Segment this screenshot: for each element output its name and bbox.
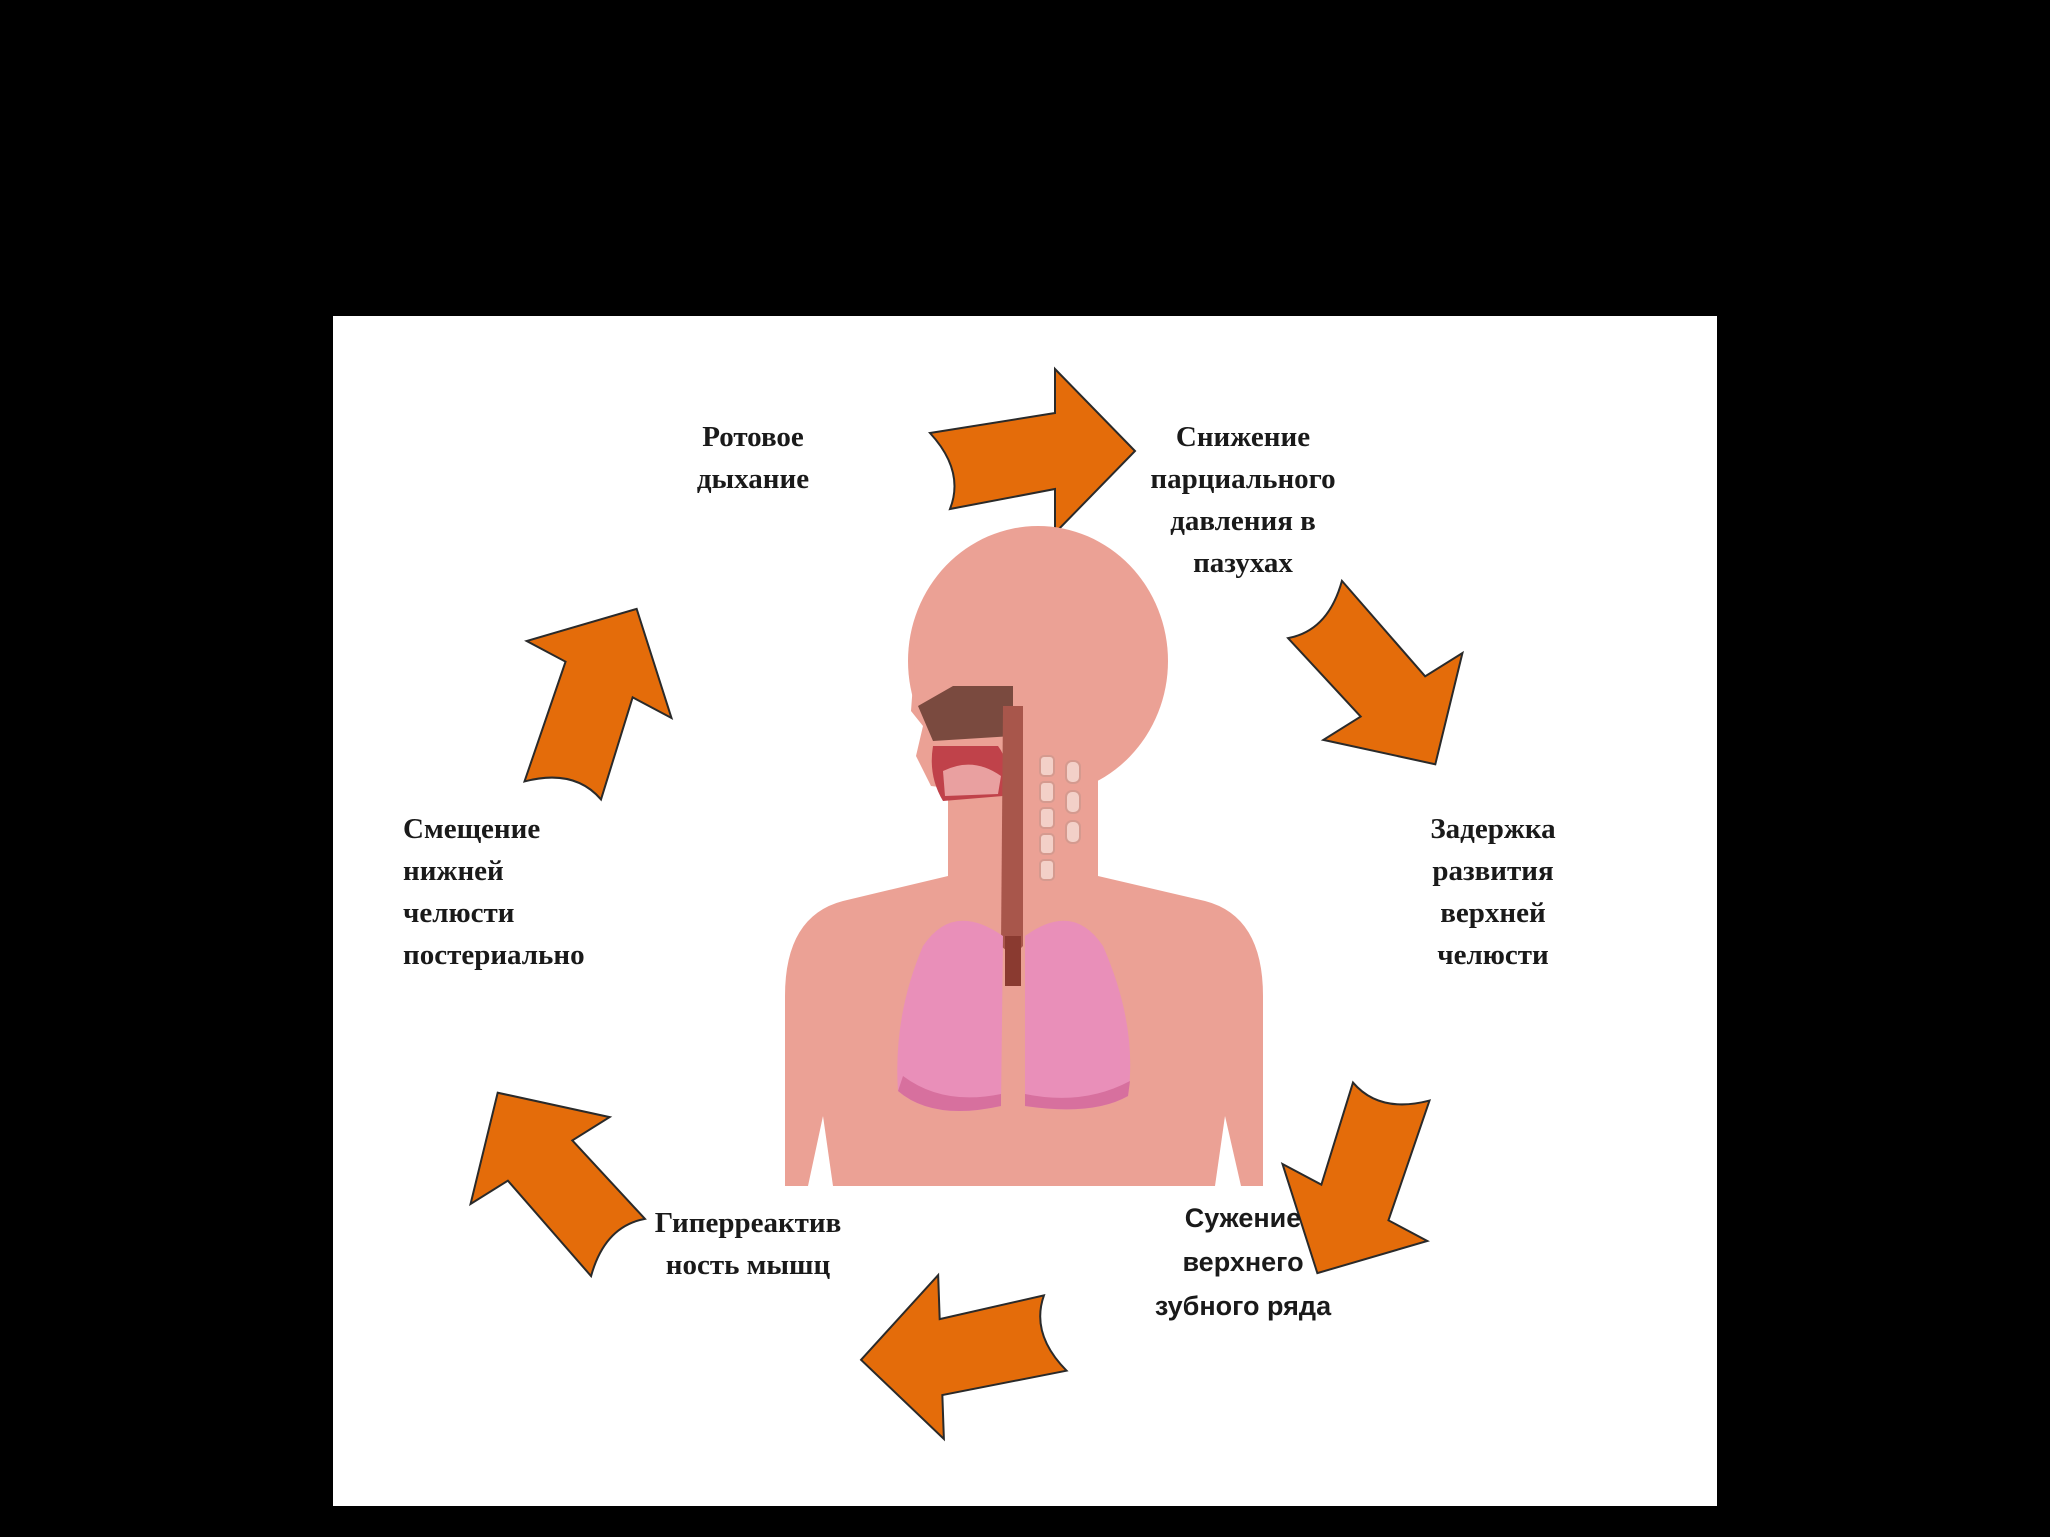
label-line: Задержка <box>1430 813 1556 845</box>
label-line: Ротовое <box>702 421 804 453</box>
label-line: Снижение <box>1175 421 1311 453</box>
label-mandible-shift: Смещение нижней челюсти постериально <box>403 808 643 976</box>
arrow-mandible-to-mouth <box>466 569 711 830</box>
arrow-dental-to-muscle <box>857 1269 1070 1443</box>
label-line: постериально <box>403 939 585 971</box>
label-line: ность мышц <box>665 1249 831 1281</box>
label-sinus-pressure: Снижение парциального давления в пазухах <box>1128 416 1358 584</box>
label-line: давления в <box>1170 505 1316 537</box>
label-line: дыхание <box>696 463 810 495</box>
cycle-diagram <box>427 368 1506 1443</box>
label-line: пазухах <box>1193 547 1293 579</box>
label-line: верхней <box>1440 897 1546 929</box>
label-line: челюсти <box>403 897 515 929</box>
label-mouth-breathing: Ротовое дыхание <box>663 416 843 500</box>
label-maxilla-delay: Задержка развития верхней челюсти <box>1403 808 1583 976</box>
label-line: нижней <box>403 855 504 887</box>
arrow-mouth-to-sinus <box>929 368 1136 534</box>
label-line: развития <box>1432 855 1554 887</box>
label-dental-arch: Сужение верхнего зубного ряда <box>1133 1196 1353 1328</box>
arrow-sinus-to-maxilla <box>1256 545 1506 809</box>
diagram-panel: Ротовое дыхание Снижение парциального да… <box>333 316 1717 1506</box>
label-muscle-hyperreactivity: Гиперреактив ность мышц <box>638 1202 858 1286</box>
label-line: Смещение <box>403 813 541 845</box>
label-line: зубного ряда <box>1154 1291 1332 1321</box>
label-line: верхнего <box>1182 1247 1304 1277</box>
label-line: парциального <box>1150 463 1336 495</box>
label-line: Сужение <box>1184 1203 1302 1233</box>
human-respiratory-system-icon <box>785 526 1263 1186</box>
label-line: Гиперреактив <box>654 1207 842 1239</box>
label-line: челюсти <box>1437 939 1549 971</box>
